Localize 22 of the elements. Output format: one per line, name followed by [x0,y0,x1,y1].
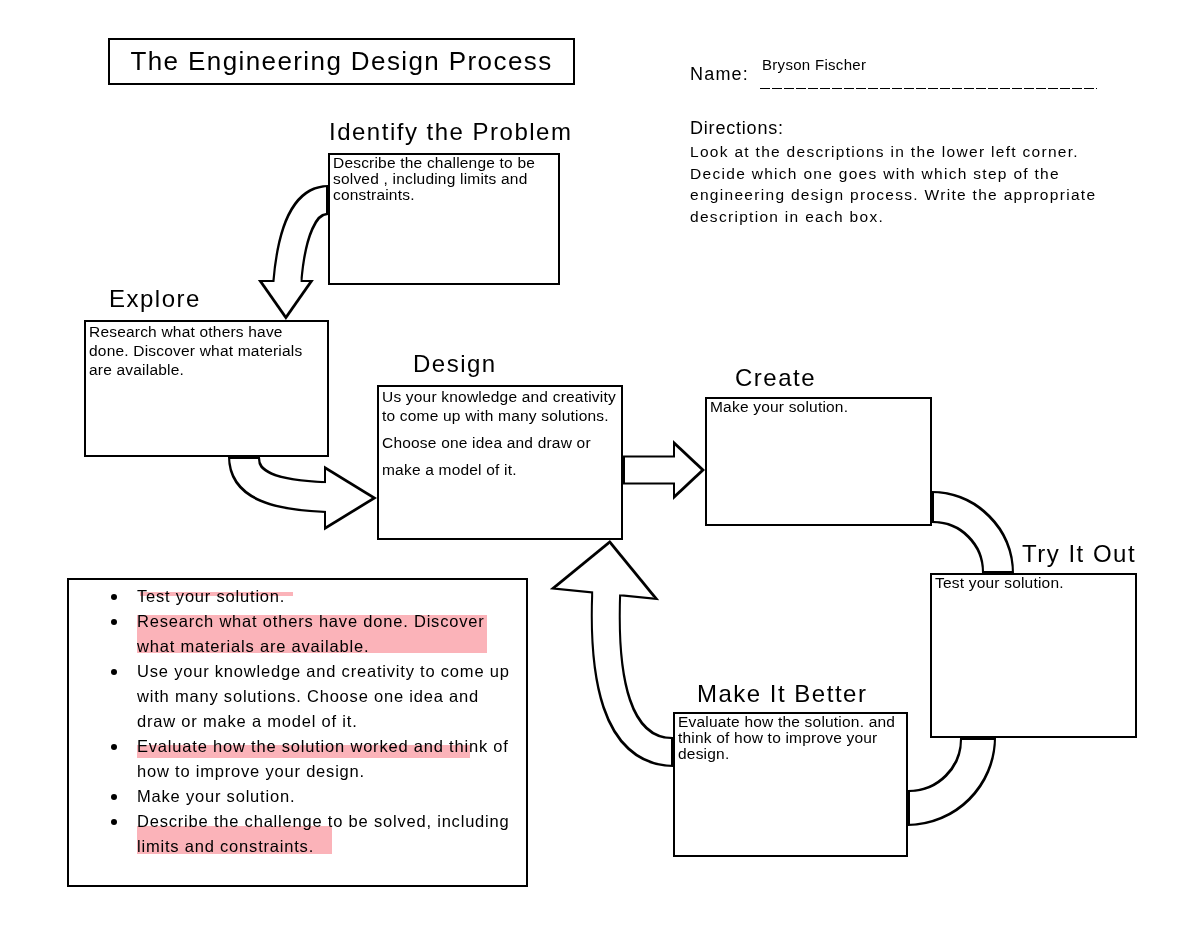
diagram-title: The Engineering Design Process [108,38,575,85]
step-title: Identify the Problem [329,118,573,146]
step-title: Make It Better [697,680,868,708]
block-arrow [623,440,705,500]
step-description: Choose one idea and draw or make a model of it. [381,433,592,480]
step-description: Research what others have done. Discover what materials are available. [88,322,304,379]
step-title: Explore [109,285,201,313]
block-arrow [228,455,378,531]
step-title: Design [413,350,497,378]
step-description: Us your knowledge and creativity to come up with many solutions. [381,387,617,425]
name-label: Name: [690,63,749,85]
step-title: Try It Out [1022,540,1137,568]
description-list-panel [67,578,528,887]
list-item-text: Use your knowledge and creativity to come up with many solutions. Choose one idea and draw or make a model of it. [137,661,511,732]
list-item-text: Make your solution. [137,786,297,807]
directions-text: Look at the descriptions in the lower left corner. Decide which one goes with which step of the engineering design process. Write the appropriate description in each box. [690,142,1098,227]
step-description: Test your solution. [934,575,1065,591]
step-description: Evaluate how the solution. and think of how to improve your design. [677,714,897,762]
step-title: Create [735,364,817,392]
step-description: Make your solution. [709,399,850,415]
step-description: Describe the challenge to be solved , including limits and constraints. [332,155,537,203]
directions-heading: Directions: [690,117,784,139]
